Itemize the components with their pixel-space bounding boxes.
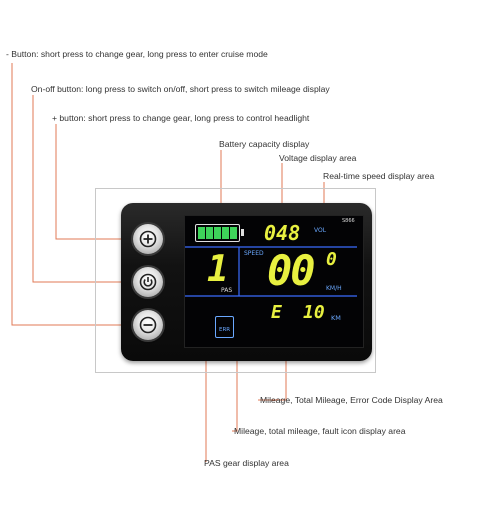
leader-line-mileage-fault bbox=[232, 330, 238, 432]
minus-icon bbox=[139, 316, 157, 334]
model-label: S866 bbox=[342, 218, 355, 224]
label-minus-button: - Button: short press to change gear, lo… bbox=[6, 49, 268, 59]
leader-line-minus bbox=[11, 63, 133, 326]
power-icon bbox=[139, 273, 157, 291]
leader-line-onoff bbox=[32, 95, 133, 283]
battery-icon bbox=[195, 224, 244, 242]
voltage-value: 048 bbox=[264, 221, 301, 245]
err-icon: ERR bbox=[215, 316, 235, 338]
mode-letter: E bbox=[271, 302, 282, 323]
label-plus-button: + button: short press to change gear, lo… bbox=[52, 113, 310, 123]
leader-line-plus bbox=[55, 124, 133, 240]
distance-unit: KM bbox=[331, 314, 341, 322]
label-pas: PAS gear display area bbox=[204, 458, 289, 468]
minus-button[interactable] bbox=[133, 310, 163, 340]
battery-bar bbox=[214, 227, 221, 239]
image-frame bbox=[95, 188, 376, 373]
battery-bar bbox=[222, 227, 229, 239]
screen-dividers bbox=[185, 246, 357, 297]
voltage-unit: VOL bbox=[314, 227, 327, 234]
plus-icon bbox=[139, 230, 157, 248]
battery-bar bbox=[206, 227, 213, 239]
battery-bar bbox=[230, 227, 237, 239]
speed-decimal: 0 bbox=[326, 249, 337, 270]
label-mileage-error: Mileage, Total Mileage, Error Code Displ… bbox=[260, 395, 443, 405]
err-label: ERR bbox=[219, 327, 231, 333]
pas-label: PAS bbox=[221, 287, 233, 294]
pas-value: 1 bbox=[207, 249, 229, 290]
label-battery: Battery capacity display bbox=[219, 139, 310, 149]
power-button[interactable] bbox=[133, 267, 163, 297]
speed-label: SPEED bbox=[244, 250, 264, 257]
label-voltage: Voltage display area bbox=[279, 153, 357, 163]
lcd-screen: S866 048 VOL 1 PAS SPEED 00 0 KM/H ERR E… bbox=[184, 215, 364, 348]
speed-value: 00 bbox=[267, 246, 316, 295]
plus-button[interactable] bbox=[133, 224, 163, 254]
speed-unit: KM/H bbox=[326, 285, 342, 292]
label-onoff-button: On-off button: long press to switch on/o… bbox=[31, 84, 330, 94]
label-mileage-fault: Mileage, total mileage, fault icon displ… bbox=[234, 426, 406, 436]
distance-value: 10 bbox=[303, 302, 325, 323]
label-speed: Real-time speed display area bbox=[323, 171, 435, 181]
battery-bar bbox=[198, 227, 205, 239]
